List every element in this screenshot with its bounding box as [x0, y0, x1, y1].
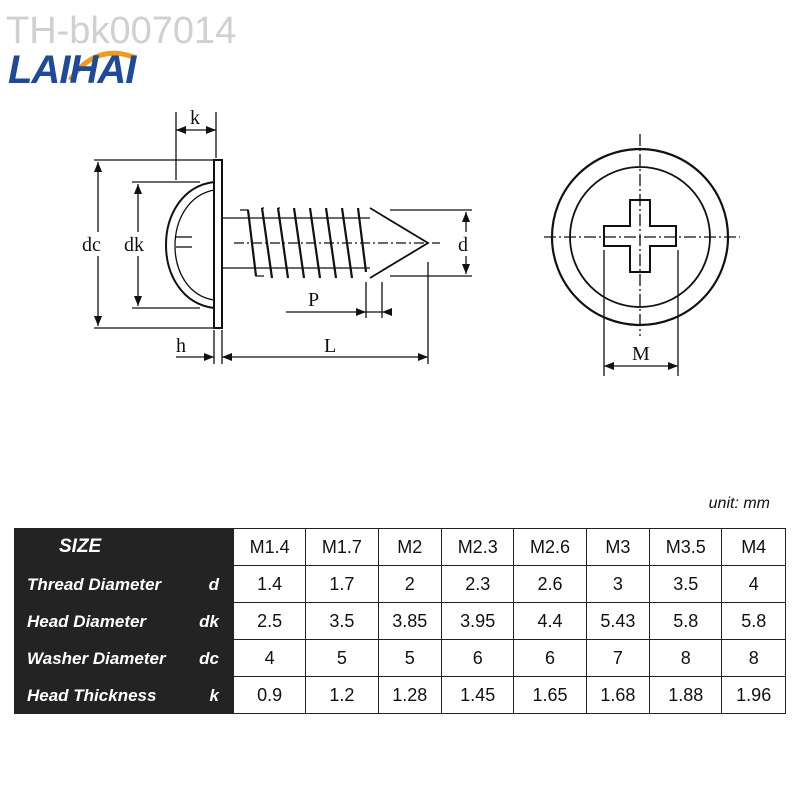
row-header-cell: Head Thickness k — [14, 676, 234, 714]
table-cell: 2.6 — [513, 565, 587, 603]
dim-label-p: P — [308, 289, 319, 311]
row-name: Head Thickness — [27, 686, 157, 705]
dim-label-L: L — [324, 335, 336, 357]
table-cell: 3.95 — [441, 602, 515, 640]
table-cell: 7 — [585, 639, 651, 677]
table-cell: 5.43 — [585, 602, 651, 640]
size-header-cell: M3 — [585, 528, 651, 566]
table-cell: 2.5 — [232, 602, 307, 640]
table-cell: 4 — [721, 565, 786, 603]
table-cell: 3 — [585, 565, 651, 603]
dim-label-d: d — [458, 234, 468, 256]
size-header-cell: M1.4 — [232, 528, 307, 566]
table-cell: 1.96 — [721, 676, 786, 714]
size-header-cell: M3.5 — [649, 528, 723, 566]
table-cell: 6 — [441, 639, 515, 677]
table-cell: 6 — [513, 639, 587, 677]
logo-text: LAIHAI — [8, 48, 136, 92]
table-cell: 2 — [377, 565, 443, 603]
unit-label: unit: mm — [708, 495, 770, 512]
row-header-cell: Head Diameter dk — [14, 602, 234, 640]
dim-label-M: M — [632, 343, 650, 365]
table-cell: 4 — [232, 639, 307, 677]
row-header-cell: Thread Diameter d — [14, 565, 234, 603]
row-symbol: k — [209, 686, 219, 705]
table-cell: 8 — [721, 639, 786, 677]
table-cell: 1.45 — [441, 676, 515, 714]
screw-dimension-diagram: k dc dk d P h L M — [82, 107, 740, 376]
table-cell: 5.8 — [721, 602, 786, 640]
table-cell: 3.85 — [377, 602, 443, 640]
table-cell: 1.28 — [377, 676, 443, 714]
row-name: Thread Diameter — [27, 575, 162, 594]
table-cell: 1.65 — [513, 676, 587, 714]
size-header-cell: M2.3 — [441, 528, 515, 566]
table-cell: 5.8 — [649, 602, 723, 640]
logo-arc-icon — [67, 50, 137, 82]
watermark-text: TH-bk007014 — [6, 10, 237, 52]
dim-label-h: h — [176, 335, 186, 357]
table-cell: 0.9 — [232, 676, 307, 714]
row-symbol: dk — [199, 612, 219, 631]
table-cell: 1.2 — [305, 676, 379, 714]
size-header-cell: M4 — [721, 528, 786, 566]
size-header-cell: SIZE — [14, 528, 234, 566]
row-header-cell: Washer Diameter dc — [14, 639, 234, 677]
table-cell: 3.5 — [305, 602, 379, 640]
row-name: Head Diameter — [27, 612, 147, 631]
dim-label-dk: dk — [124, 234, 144, 256]
size-header-cell: M1.7 — [305, 528, 379, 566]
table-cell: 3.5 — [649, 565, 723, 603]
size-header-cell: M2 — [377, 528, 443, 566]
table-cell: 4.4 — [513, 602, 587, 640]
table-cell: 8 — [649, 639, 723, 677]
table-cell: 1.4 — [232, 565, 307, 603]
size-header-cell: M2.6 — [513, 528, 587, 566]
table-cell: 5 — [305, 639, 379, 677]
row-symbol: dc — [199, 649, 219, 668]
row-symbol: d — [208, 575, 219, 594]
size-header-label: SIZE — [59, 536, 102, 557]
table-cell: 1.7 — [305, 565, 379, 603]
dim-label-dc: dc — [82, 234, 101, 256]
table-cell: 1.68 — [585, 676, 651, 714]
table-cell: 5 — [377, 639, 443, 677]
table-cell: 2.3 — [441, 565, 515, 603]
dim-label-k: k — [190, 107, 200, 129]
table-cell: 1.88 — [649, 676, 723, 714]
row-name: Washer Diameter — [27, 649, 166, 668]
brand-logo: LAIHAI — [8, 40, 183, 98]
